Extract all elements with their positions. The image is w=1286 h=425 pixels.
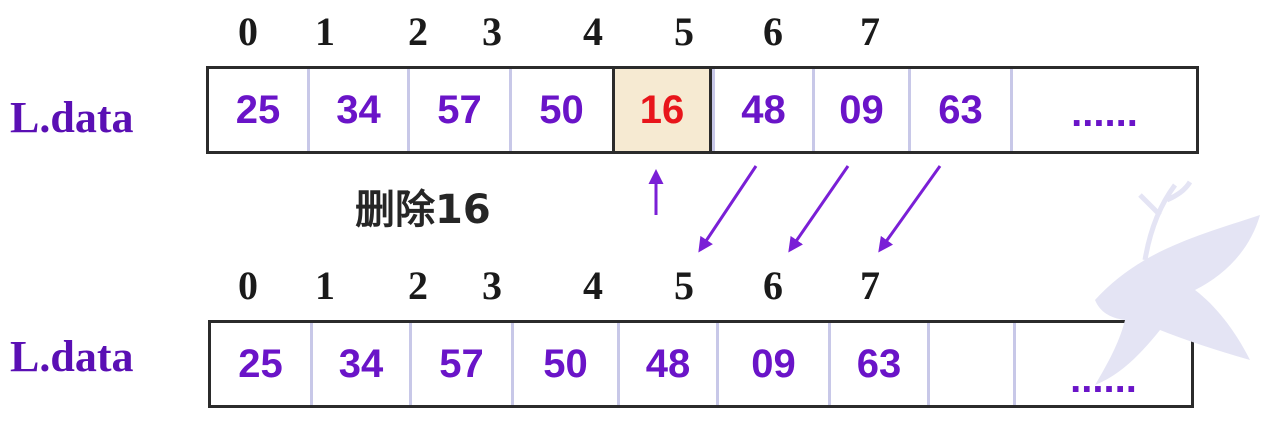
top-cell-2: 57 (437, 87, 482, 132)
top-separator (1010, 69, 1013, 151)
bottom-cell-6: 63 (856, 341, 902, 386)
top-cell-5: 48 (741, 87, 786, 132)
shift-arrow-09 (788, 165, 850, 253)
top-index-1: 1 (315, 9, 335, 54)
top-index-0: 0 (238, 9, 258, 54)
top-separator (307, 69, 310, 151)
bottom-separator (828, 323, 831, 405)
bottom-separator (716, 323, 719, 405)
top-array: 25 34 57 50 16 48 09 63 ...... (206, 66, 1199, 154)
top-separator (908, 69, 911, 151)
bottom-index-3: 3 (482, 263, 502, 308)
bottom-separator (617, 323, 620, 405)
bottom-cell-4: 48 (645, 341, 691, 386)
bottom-separator (409, 323, 412, 405)
top-cell-1: 34 (336, 87, 381, 132)
bottom-cell-0: 25 (238, 341, 283, 386)
top-cell-3: 50 (539, 87, 584, 132)
top-cell-7: 63 (938, 87, 983, 132)
top-separator (407, 69, 410, 151)
top-array-label: L.data (10, 93, 134, 142)
bottom-separator (511, 323, 514, 405)
top-separator (712, 69, 715, 151)
bottom-index-0: 0 (238, 263, 258, 308)
top-cell-4-highlighted: 16 (612, 66, 712, 154)
bottom-index-2: 2 (408, 263, 428, 308)
bottom-cell-3: 50 (543, 341, 588, 386)
top-index-4: 4 (583, 9, 603, 54)
bottom-cell-5: 09 (751, 341, 796, 386)
bottom-separator (310, 323, 313, 405)
top-separator (812, 69, 815, 151)
delete-caption: 删除16 (355, 187, 491, 233)
bottom-index-1: 1 (315, 263, 335, 308)
top-cell-0: 25 (235, 87, 281, 132)
bottom-index-4: 4 (583, 263, 603, 308)
top-index-3: 3 (482, 9, 502, 54)
bottom-array-label: L.data (10, 332, 134, 381)
top-separator (509, 69, 512, 151)
bottom-index-7: 7 (860, 263, 880, 308)
dove-watermark-icon (1095, 180, 1260, 385)
bottom-cell-2: 57 (439, 341, 484, 386)
bottom-separator (927, 323, 930, 405)
top-index-2: 2 (408, 9, 428, 54)
top-index-5: 5 (674, 9, 694, 54)
top-index-7: 7 (860, 9, 880, 54)
top-cell-6: 09 (839, 87, 884, 132)
bottom-separator (1013, 323, 1016, 405)
shift-arrow-48 (698, 165, 758, 253)
top-ellipsis: ...... (1071, 90, 1138, 135)
bottom-index-5: 5 (674, 263, 694, 308)
shift-arrow-63 (878, 165, 942, 253)
bottom-cell-1: 34 (338, 341, 384, 386)
top-index-6: 6 (763, 9, 783, 54)
bottom-index-6: 6 (763, 263, 783, 308)
